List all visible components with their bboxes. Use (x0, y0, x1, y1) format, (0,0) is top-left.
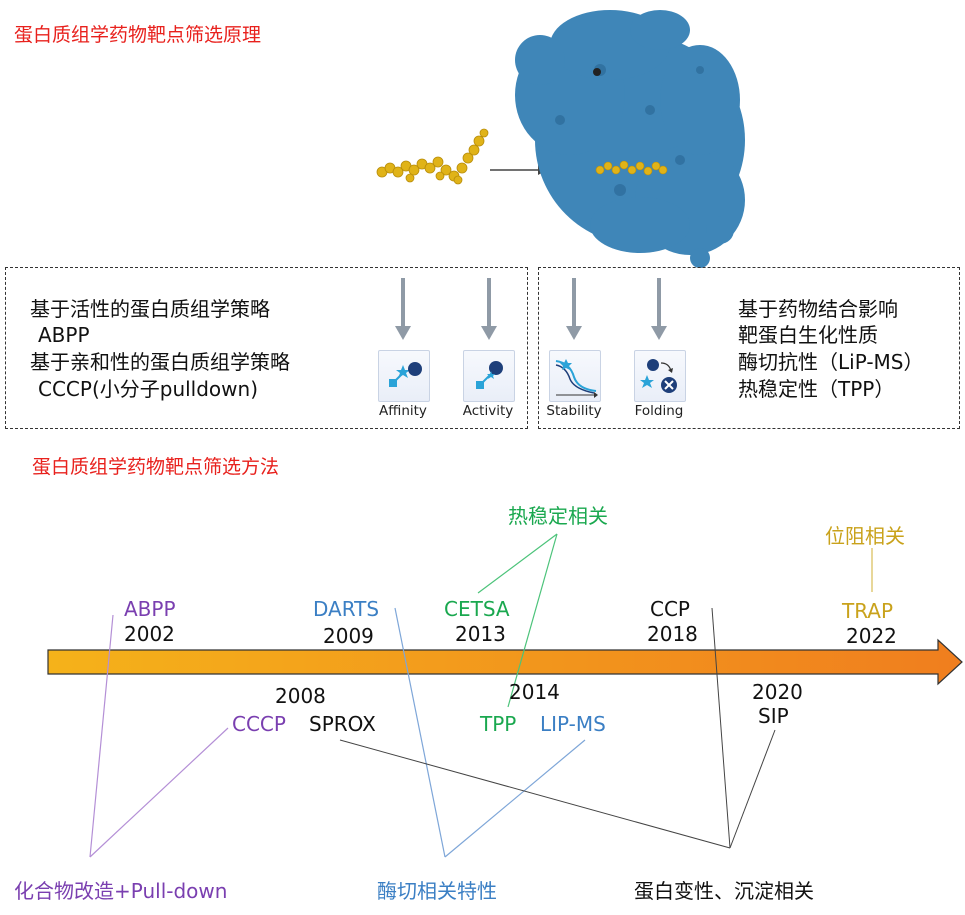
section1-title: 蛋白质组学药物靶点筛选原理 (14, 24, 262, 46)
section2-title: 蛋白质组学药物靶点筛选方法 (32, 456, 280, 478)
activity-icon (463, 350, 515, 402)
activity-label: Activity (462, 403, 514, 419)
stability-label: Stability (546, 403, 602, 419)
right-box-line3: 酶切抗性（LiP-MS） (738, 350, 924, 374)
right-box-line1: 基于药物结合影响 (738, 297, 898, 321)
timeline-sprox: SPROX (309, 712, 376, 736)
ligand-molecule (376, 128, 489, 185)
timeline-trap: TRAP (842, 599, 894, 623)
category-thermal: 热稳定相关 (508, 504, 608, 528)
timeline-ccp-year: 2018 (647, 622, 698, 646)
affinity-icon (378, 350, 430, 402)
timeline-sip: SIP (758, 704, 789, 728)
left-box-line1: 基于活性的蛋白质组学策略 (30, 297, 270, 321)
timeline-cetsa-year: 2013 (455, 622, 506, 646)
category-denature: 蛋白变性、沉淀相关 (634, 879, 814, 903)
timeline-2008-year: 2008 (275, 684, 326, 708)
left-box-line3: 基于亲和性的蛋白质组学策略 (30, 350, 290, 374)
left-box-line4: CCCP(小分子pulldown) (38, 377, 259, 401)
timeline-cetsa: CETSA (444, 597, 510, 621)
timeline-darts-year: 2009 (323, 624, 374, 648)
timeline-trap-year: 2022 (846, 624, 897, 648)
left-box-line2: ABPP (38, 323, 90, 347)
category-enzymatic: 酶切相关特性 (377, 879, 497, 903)
timeline-abpp-year: 2002 (124, 622, 175, 646)
folding-icon (634, 350, 686, 402)
right-box-line2: 靶蛋白生化性质 (738, 323, 878, 347)
category-steric: 位阻相关 (825, 524, 905, 548)
category-compound: 化合物改造+Pull-down (14, 879, 228, 903)
folding-label: Folding (634, 403, 684, 419)
stability-folding-box (538, 267, 960, 429)
timeline-2014-year: 2014 (509, 680, 560, 704)
timeline-cccp: CCCP (232, 712, 286, 736)
timeline-abpp: ABPP (124, 597, 176, 621)
timeline-arrow (47, 638, 963, 686)
timeline-ccp: CCP (650, 597, 690, 621)
right-box-line4: 热稳定性（TPP） (738, 377, 895, 401)
timeline-tpp: TPP (480, 712, 517, 736)
activity-affinity-box (5, 267, 528, 429)
timeline-darts: DARTS (313, 597, 380, 621)
timeline-lip-ms: LIP-MS (540, 712, 606, 736)
stability-icon (549, 350, 601, 402)
timeline-2020-year: 2020 (752, 680, 803, 704)
affinity-label: Affinity (379, 403, 427, 419)
